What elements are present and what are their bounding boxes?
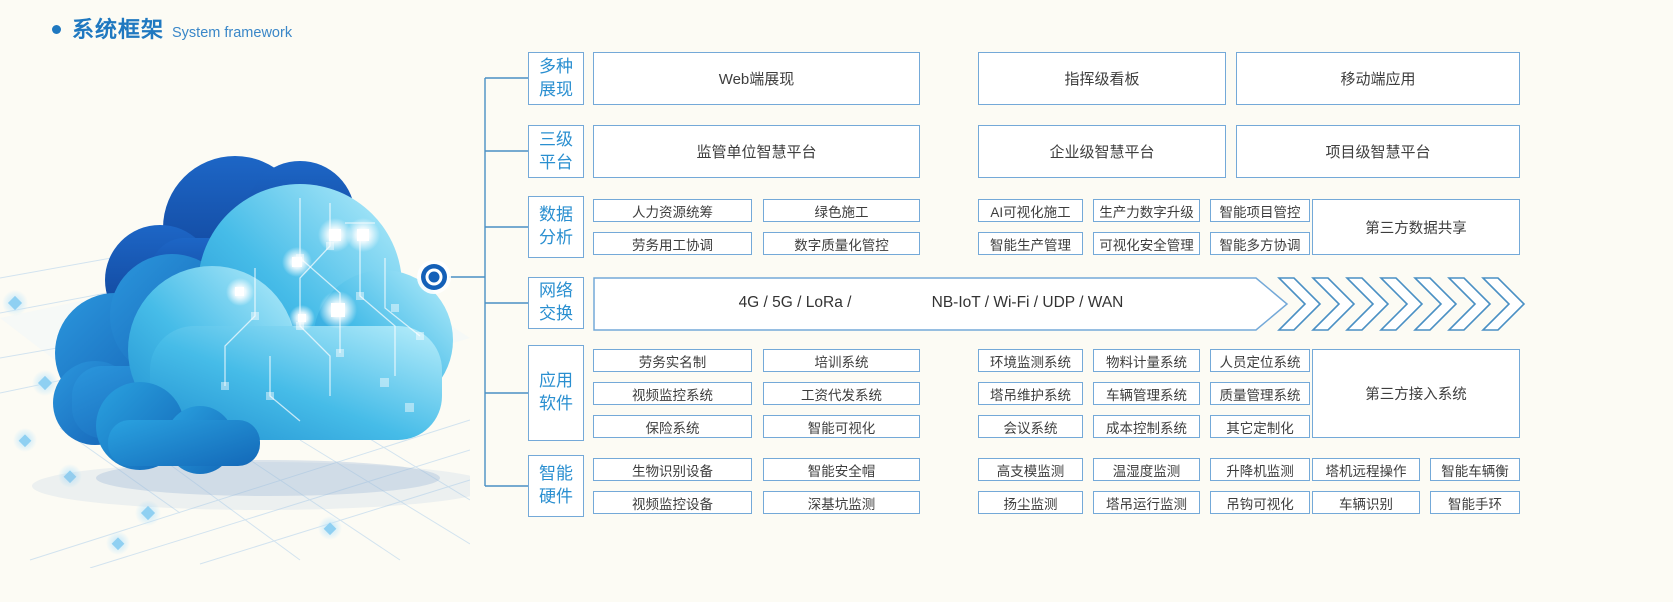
item-box: 车辆管理系统 bbox=[1093, 382, 1200, 405]
item-box: 人员定位系统 bbox=[1210, 349, 1310, 372]
item-box: 深基坑监测 bbox=[763, 491, 920, 514]
network-bar bbox=[593, 277, 1526, 331]
title-chinese: 系统框架 bbox=[72, 17, 165, 42]
category-box-platform: 三级 平台 bbox=[528, 125, 584, 178]
item-box: 环境监测系统 bbox=[978, 349, 1083, 372]
item-box: AI可视化施工 bbox=[978, 199, 1083, 222]
item-box: 工资代发系统 bbox=[763, 382, 920, 405]
item-box: 智能安全帽 bbox=[763, 458, 920, 481]
category-label: 平台 bbox=[539, 152, 573, 172]
item-box: 指挥级看板 bbox=[978, 52, 1226, 105]
item-box: 生物识别设备 bbox=[593, 458, 752, 481]
item-box: 吊钩可视化 bbox=[1210, 491, 1310, 514]
item-box: 智能生产管理 bbox=[978, 232, 1083, 255]
item-box: 生产力数字升级 bbox=[1093, 199, 1200, 222]
item-box: 保险系统 bbox=[593, 415, 752, 438]
item-box: 升降机监测 bbox=[1210, 458, 1310, 481]
category-box-display: 多种 展现 bbox=[528, 52, 584, 105]
item-box: 智能车辆衡 bbox=[1430, 458, 1520, 481]
item-box: 劳务实名制 bbox=[593, 349, 752, 372]
item-box: 智能可视化 bbox=[763, 415, 920, 438]
item-box: 智能多方协调 bbox=[1210, 232, 1310, 255]
category-label: 网络 bbox=[539, 281, 573, 301]
page-title: 系统框架 System framework bbox=[52, 12, 292, 44]
category-label: 硬件 bbox=[539, 487, 573, 506]
circuit-floor-nodes bbox=[2, 290, 342, 555]
item-box: 人力资源统筹 bbox=[593, 199, 752, 222]
item-box: 成本控制系统 bbox=[1093, 415, 1200, 438]
bullet-icon bbox=[52, 25, 61, 34]
item-box: 视频监控设备 bbox=[593, 491, 752, 514]
category-box-software: 应用 软件 bbox=[528, 345, 584, 441]
item-box: 扬尘监测 bbox=[978, 491, 1083, 514]
item-box: 视频监控系统 bbox=[593, 382, 752, 405]
category-label: 三级 bbox=[539, 129, 573, 149]
item-box: 培训系统 bbox=[763, 349, 920, 372]
category-label: 多种 bbox=[539, 56, 573, 76]
item-box: 智能手环 bbox=[1430, 491, 1520, 514]
cloud-glow-pads bbox=[226, 218, 380, 331]
item-box: 其它定制化 bbox=[1210, 415, 1310, 438]
item-box: 可视化安全管理 bbox=[1093, 232, 1200, 255]
item-box: Web端展现 bbox=[593, 52, 920, 105]
item-box: 会议系统 bbox=[978, 415, 1083, 438]
item-box: 塔吊运行监测 bbox=[1093, 491, 1200, 514]
third-party-access-box: 第三方接入系统 bbox=[1312, 349, 1520, 438]
item-box: 数字质量化管控 bbox=[763, 232, 920, 255]
category-label: 软件 bbox=[539, 394, 573, 413]
category-label: 交换 bbox=[539, 304, 573, 323]
item-box: 智能项目管控 bbox=[1210, 199, 1310, 222]
category-label: 展现 bbox=[539, 79, 573, 99]
item-box: 质量管理系统 bbox=[1210, 382, 1310, 405]
category-label: 分析 bbox=[539, 228, 573, 247]
item-box: 高支模监测 bbox=[978, 458, 1083, 481]
category-box-network: 网络 交换 bbox=[528, 277, 584, 329]
item-box: 企业级智慧平台 bbox=[978, 125, 1226, 178]
item-box: 项目级智慧平台 bbox=[1236, 125, 1520, 178]
item-box: 监管单位智慧平台 bbox=[593, 125, 920, 178]
category-label: 数据 bbox=[539, 205, 573, 225]
title-english: System framework bbox=[172, 25, 293, 41]
category-box-data-analysis: 数据 分析 bbox=[528, 196, 584, 258]
item-box: 温湿度监测 bbox=[1093, 458, 1200, 481]
item-box: 物料计量系统 bbox=[1093, 349, 1200, 372]
network-protocols-right: NB-IoT / Wi-Fi / UDP / WAN bbox=[931, 294, 1124, 311]
item-box: 车辆识别 bbox=[1312, 491, 1420, 514]
item-box: 塔吊维护系统 bbox=[978, 382, 1083, 405]
chevron-arrows-icon bbox=[1277, 277, 1526, 331]
item-box: 塔机远程操作 bbox=[1312, 458, 1420, 481]
cloud-illustration bbox=[0, 156, 470, 568]
category-label: 应用 bbox=[539, 371, 573, 391]
third-party-data-box: 第三方数据共享 bbox=[1312, 199, 1520, 255]
cloud-puff bbox=[96, 382, 260, 474]
item-box: 绿色施工 bbox=[763, 199, 920, 222]
category-box-hardware: 智能 硬件 bbox=[528, 455, 584, 517]
item-box: 移动端应用 bbox=[1236, 52, 1520, 105]
network-protocols-left: 4G / 5G / LoRa / bbox=[738, 294, 852, 311]
item-box: 劳务用工协调 bbox=[593, 232, 752, 255]
category-label: 智能 bbox=[539, 464, 573, 484]
